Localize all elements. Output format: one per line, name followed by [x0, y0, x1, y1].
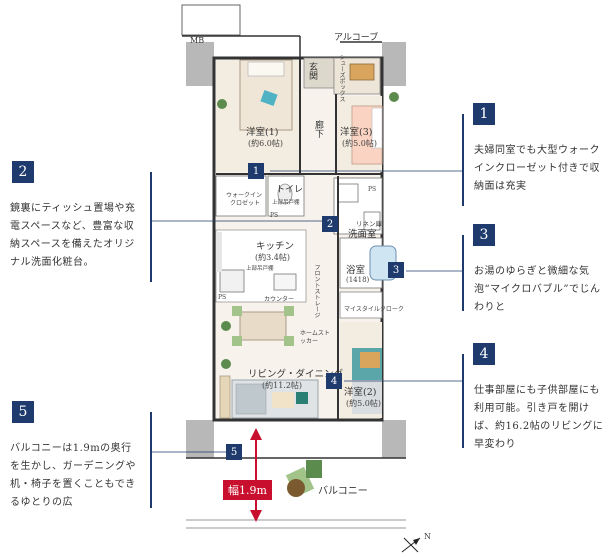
- walkin-label: ウォークイン: [226, 192, 263, 199]
- column-bottom-right: [382, 420, 406, 458]
- column-top-right: [382, 42, 406, 86]
- callout-5-text: バルコニーは1.9mの奥行を生かし、ガーデニングや机・椅子を置くこともできるゆと…: [10, 443, 136, 508]
- callout-5-badge: 5: [12, 401, 34, 423]
- room2-label: 洋室(2): [344, 387, 377, 398]
- homestocker-label: ホームストッカー: [300, 330, 330, 345]
- shoes-label: シューズボックス: [338, 54, 345, 102]
- ps-label-1: PS: [270, 212, 279, 219]
- callout-4-text: 仕事部屋にも子供部屋にも利用可能。引き戸を開けば、約16.2帖のリビングに早変わ…: [474, 385, 604, 450]
- ps-label-3: PS: [218, 294, 227, 301]
- alcove-label: アルコーブ: [334, 33, 379, 43]
- closet-label: クロゼット: [230, 200, 261, 207]
- toilet-label: トイレ: [276, 185, 304, 195]
- living-size: (約11.2帖): [262, 381, 303, 390]
- linen-label: リネン庫: [356, 220, 382, 228]
- room1-label: 洋室(1): [246, 127, 279, 138]
- room2-size: (約5.0帖): [346, 399, 381, 408]
- mb-label: MB: [190, 36, 205, 45]
- marker-3: 3: [388, 262, 404, 278]
- callout-1-badge: 1: [473, 103, 495, 125]
- room3-label: 洋室(3): [340, 127, 373, 138]
- bath-size: (1418): [346, 276, 370, 284]
- upper-shelf-label: 上部吊戸棚: [272, 200, 300, 206]
- width-badge: 幅1.9m: [223, 480, 272, 500]
- callout-2: 鏡裏にティッシュ置場や充電スペースなど、豊富な収納スペースを備えたオリジナル洗面…: [0, 172, 152, 282]
- callout-3-text: お湯のゆらぎと微細な気泡“マイクロバブル”でじんわりと: [474, 266, 601, 313]
- marker-1: 1: [248, 163, 264, 179]
- callout-3: お湯のゆらぎと微細な気泡“マイクロバブル”でじんわりと: [462, 235, 610, 313]
- kitchen-size: (約3.4帖): [255, 253, 290, 262]
- callout-2-badge: 2: [12, 161, 34, 183]
- callout-5: バルコニーは1.9mの奥行を生かし、ガーデニングや机・椅子を置くこともできるゆと…: [0, 412, 152, 508]
- callout-1: 夫婦同室でも大型ウォークインクローゼット付きで収納面は充実: [462, 114, 610, 206]
- callout-4-badge: 4: [473, 343, 495, 365]
- washroom-label: 洗面室: [348, 229, 377, 240]
- upper-shelf-label-2: 上部吊戸棚: [246, 266, 274, 272]
- compass-label: N: [424, 532, 431, 541]
- marker-4: 4: [326, 373, 342, 389]
- kitchen-label: キッチン: [256, 241, 295, 252]
- callout-2-text: 鏡裏にティッシュ置場や充電スペースなど、豊富な収納スペースを備えたオリジナル洗面…: [10, 203, 136, 268]
- room3-size: (約5.0帖): [342, 139, 377, 148]
- callout-4: 仕事部屋にも子供部屋にも利用可能。引き戸を開けば、約16.2帖のリビングに早変わ…: [462, 354, 610, 450]
- living-label: リビング・ダイニング: [248, 369, 344, 380]
- callout-1-text: 夫婦同室でも大型ウォークインクローゼット付きで収納面は充実: [474, 145, 600, 192]
- entrance-label: 玄関: [307, 62, 317, 80]
- column-top-left: [186, 42, 214, 86]
- balcony-label: バルコニー: [318, 486, 368, 497]
- counter-label: カウンター: [264, 296, 295, 303]
- frontstorage-label: フロントストレージ: [313, 264, 320, 318]
- bath-label: 浴室: [346, 265, 366, 276]
- callout-3-badge: 3: [473, 224, 495, 246]
- marker-2: 2: [322, 216, 338, 232]
- marker-5: 5: [226, 444, 242, 460]
- wic-label: マイスタイルクローク: [344, 306, 404, 313]
- room1-size: (約6.0帖): [248, 139, 283, 148]
- ps-label-2: PS: [368, 186, 377, 193]
- corridor-label: 廊下: [313, 120, 323, 138]
